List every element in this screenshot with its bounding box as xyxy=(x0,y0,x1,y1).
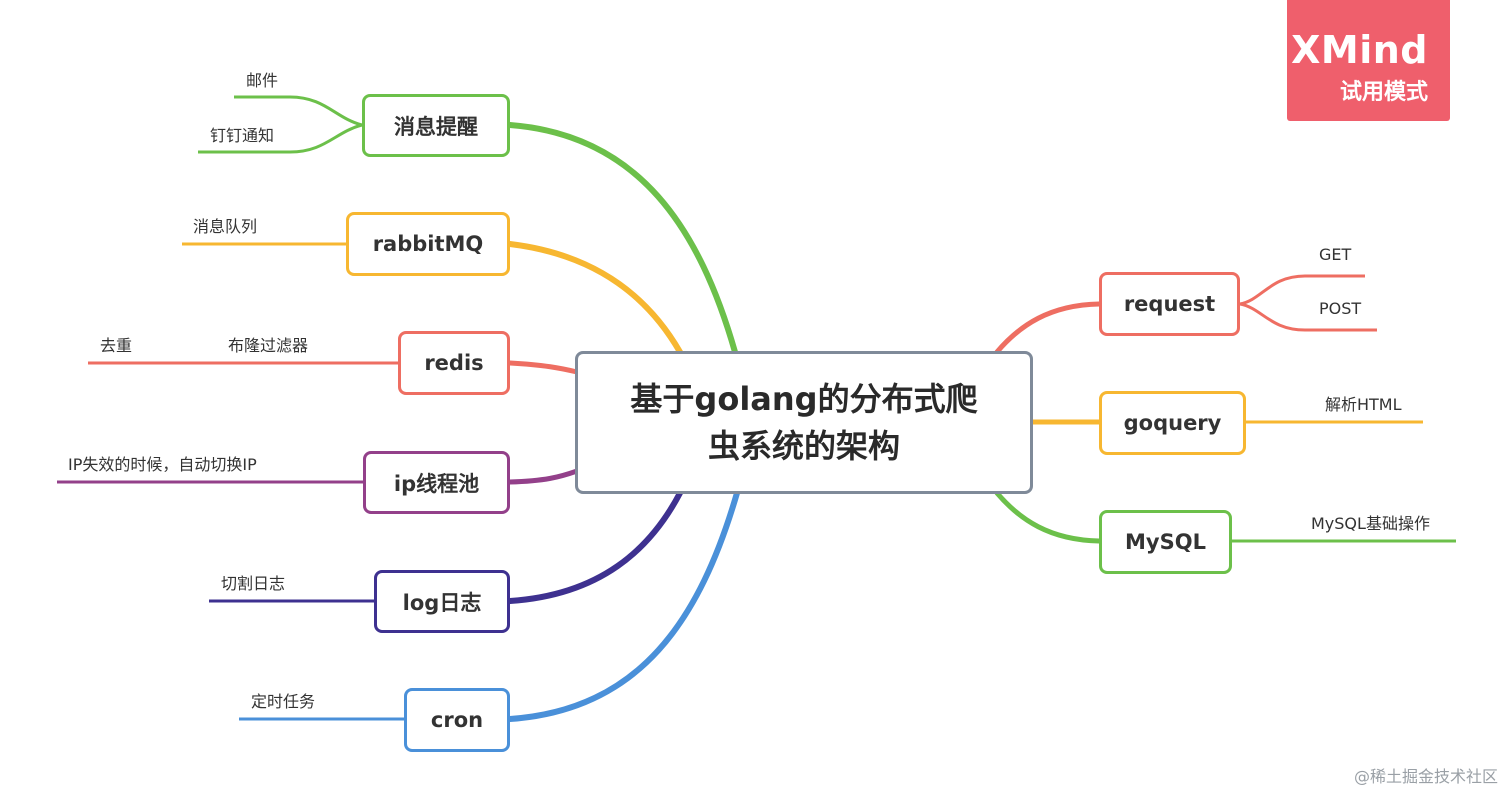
connector-leaf-youjian xyxy=(234,95,363,127)
connector-redis xyxy=(507,360,580,375)
leaf-bulongguolvqi[interactable]: 布隆过滤器 xyxy=(228,336,309,355)
leaf-dingdingtongzhi[interactable]: 钉钉通知 xyxy=(210,126,275,145)
xmind-brand-logo: XMind xyxy=(1291,28,1428,72)
topic-rabbitmq[interactable]: rabbitMQ xyxy=(346,212,510,276)
leaf-qiegerizhi[interactable]: 切割日志 xyxy=(221,574,286,593)
connector-cron xyxy=(507,490,740,722)
topic-logrizhi[interactable]: log日志 xyxy=(374,570,510,633)
connector-leaf-get xyxy=(1239,274,1365,306)
xmind-trial-badge: XMind 试用模式 xyxy=(1287,0,1450,121)
topic-mysql[interactable]: MySQL xyxy=(1099,510,1232,574)
topic-cron[interactable]: cron xyxy=(404,688,510,752)
leaf-quchong[interactable]: 去重 xyxy=(100,336,133,355)
leaf-mysql-ops[interactable]: MySQL基础操作 xyxy=(1311,514,1430,533)
leaf-ip-switch[interactable]: IP失效的时候，自动切换IP xyxy=(68,455,257,474)
connector-ipxianchengchi xyxy=(507,468,580,485)
leaf-post[interactable]: POST xyxy=(1319,299,1362,318)
leaf-get[interactable]: GET xyxy=(1319,245,1352,264)
topic-request[interactable]: request xyxy=(1099,272,1240,336)
topic-ipxianchengchi[interactable]: ip线程池 xyxy=(363,451,510,514)
central-topic-line2: 虫系统的架构 xyxy=(707,426,900,465)
leaf-dingshirenwu[interactable]: 定时任务 xyxy=(251,692,316,711)
leaf-jiexihtml[interactable]: 解析HTML xyxy=(1325,395,1402,414)
topic-xiaoxitixing[interactable]: 消息提醒 xyxy=(362,94,510,157)
connector-request xyxy=(994,301,1102,355)
trial-mode-label: 试用模式 xyxy=(1339,80,1428,105)
connector-leaf-post xyxy=(1239,302,1377,332)
connector-leaf-dingding xyxy=(198,123,363,154)
connector-logrizhi xyxy=(507,490,683,604)
central-topic[interactable]: 基于golang的分布式爬 虫系统的架构 xyxy=(575,351,1033,494)
leaf-xiaoxiduilie[interactable]: 消息队列 xyxy=(193,217,258,236)
central-topic-line1: 基于golang的分布式爬 xyxy=(630,380,978,419)
watermark-text: @稀土掘金技术社区 xyxy=(1353,767,1498,786)
topic-goquery[interactable]: goquery xyxy=(1099,391,1246,455)
connector-rabbitmq xyxy=(507,241,683,355)
connector-mysql xyxy=(994,490,1102,544)
topic-redis[interactable]: redis xyxy=(398,331,510,395)
leaf-youjian[interactable]: 邮件 xyxy=(246,71,279,90)
connector-xiaoxitixing xyxy=(507,122,738,355)
